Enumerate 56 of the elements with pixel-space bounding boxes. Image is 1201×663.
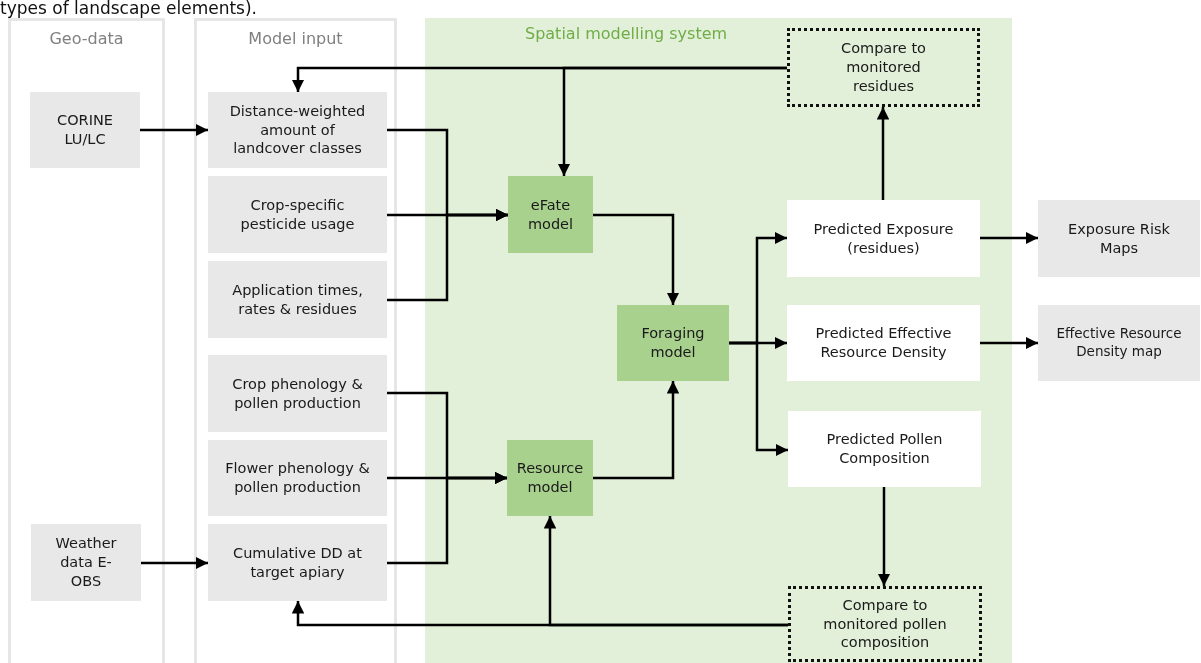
arrow bbox=[593, 213, 680, 305]
box-label: Compare to monitored pollen composition bbox=[822, 595, 948, 653]
column-panel bbox=[194, 18, 397, 663]
box-label: Distance-weighted amount of landcover classes bbox=[228, 101, 367, 159]
arrow bbox=[141, 556, 208, 570]
box-label: eFate model bbox=[526, 195, 575, 234]
column-panel bbox=[8, 18, 165, 663]
box-label: Weather data E-OBS bbox=[55, 534, 117, 591]
arrow bbox=[543, 516, 788, 627]
output-box bbox=[788, 411, 981, 487]
data-box bbox=[30, 92, 140, 168]
panel-heading: Geo-data bbox=[49, 28, 124, 50]
box-label: Foraging model bbox=[640, 324, 706, 362]
box-label: Application times, rates & residues bbox=[231, 280, 364, 319]
box-label: Predicted Exposure (residues) bbox=[812, 219, 955, 258]
arrow bbox=[593, 381, 680, 480]
box-label: Effective Resource Density map bbox=[1055, 325, 1183, 361]
box-label: Exposure Risk Maps bbox=[1067, 219, 1171, 258]
box-label: Resource model bbox=[515, 459, 585, 497]
arrow bbox=[387, 471, 507, 565]
output-box bbox=[787, 305, 980, 381]
input-box bbox=[208, 176, 387, 253]
map-box bbox=[1038, 200, 1200, 277]
panel-heading: Spatial modelling system bbox=[525, 23, 728, 45]
input-box bbox=[208, 524, 387, 601]
comparison-box bbox=[787, 28, 980, 107]
model-box bbox=[508, 176, 593, 253]
box-label: Compare to monitored residues bbox=[840, 39, 927, 96]
box-label: Flower phenology & pollen production bbox=[224, 459, 371, 497]
output-box bbox=[787, 200, 980, 277]
arrow bbox=[729, 341, 788, 457]
input-box bbox=[208, 440, 387, 516]
comparison-box bbox=[788, 586, 982, 662]
box-label: Crop phenology & pollen production bbox=[231, 374, 364, 413]
box-label: Crop-specific pesticide usage bbox=[239, 195, 356, 234]
arrow bbox=[140, 123, 208, 137]
panel-heading: Model input bbox=[248, 28, 343, 50]
caption-text: types of landscape elements). bbox=[0, 0, 257, 18]
system-panel bbox=[425, 18, 1012, 663]
arrow bbox=[387, 208, 508, 302]
map-box bbox=[1038, 305, 1200, 381]
box-label: CORINE LU/LC bbox=[56, 111, 114, 149]
input-box bbox=[208, 355, 387, 432]
arrow bbox=[980, 336, 1038, 350]
model-box bbox=[507, 440, 593, 516]
box-label: Predicted Effective Resource Density bbox=[814, 324, 953, 362]
arrow bbox=[557, 66, 787, 176]
arrow bbox=[876, 107, 890, 200]
model-box bbox=[617, 305, 729, 381]
box-label: Cumulative DD at target apiary bbox=[232, 543, 363, 582]
input-box bbox=[208, 261, 387, 338]
box-label: Predicted Pollen Composition bbox=[825, 430, 944, 468]
arrow bbox=[980, 231, 1038, 245]
arrow bbox=[877, 487, 891, 586]
data-box bbox=[31, 524, 141, 601]
input-box bbox=[208, 92, 387, 168]
